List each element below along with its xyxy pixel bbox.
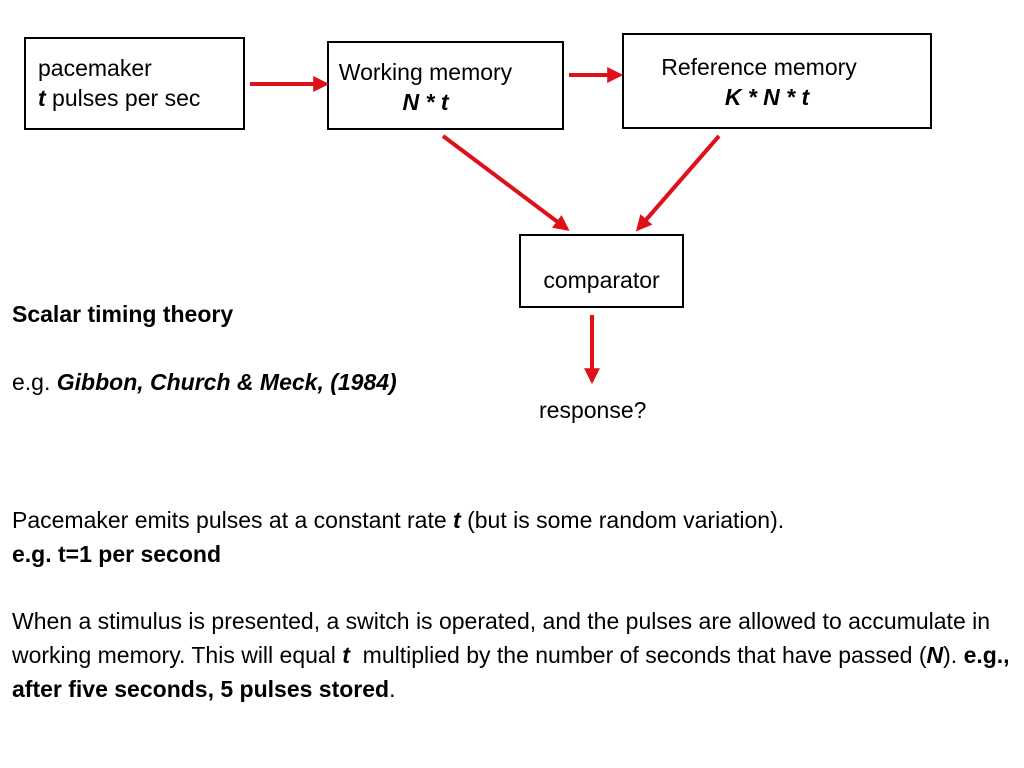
citation: e.g. Gibbon, Church & Meck, (1984) [12,369,397,396]
pacemaker-rate-text: pulses per sec [45,85,201,111]
reference-memory-box: Reference memory K * N * t [622,33,932,129]
arrow-working-memory-to-comparator [441,134,570,231]
theory-heading: Scalar timing theory [12,301,234,327]
arrow-reference-memory-to-comparator [635,134,721,232]
accumulation-description: When a stimulus is presented, a switch i… [12,604,1017,706]
working-memory-formula: N * t [402,89,449,115]
pacemaker-rate: t pulses per sec [38,83,243,113]
para2-text-2: multiplied by the number of seconds that… [349,642,927,668]
para2-end: . [389,676,396,702]
reference-memory-formula: K * N * t [724,84,810,110]
para1-text-2: (but is some random variation). [460,507,785,533]
pacemaker-title: pacemaker [38,55,152,81]
working-memory-title: Working memory [338,59,513,85]
pacemaker-box: pacemaker t pulses per sec [24,37,245,130]
para1-text-1: Pacemaker emits pulses at a constant rat… [12,507,454,533]
comparator-box: comparator [519,234,684,308]
para1-example: e.g. t=1 per second [12,541,221,567]
para2-text-3: ). [943,642,964,668]
working-memory-box: Working memory N * t [327,41,564,130]
comparator-title: comparator [543,267,660,293]
para2-var-n: N [926,642,944,668]
reference-memory-title: Reference memory [661,54,857,80]
para2-var-t: t [342,642,350,668]
pacemaker-rate-var: t [38,85,46,111]
para2-text-1: When a stimulus is presented, a switch i… [12,608,1003,668]
para2-example: e.g., after five seconds, 5 pulses store… [12,642,1016,702]
response-label: response? [539,397,647,423]
citation-reference: Gibbon, Church & Meck, (1984) [56,369,397,395]
citation-prefix: e.g. [12,369,57,395]
pacemaker-description: Pacemaker emits pulses at a constant rat… [12,503,1017,571]
para1-var-t: t [453,507,461,533]
